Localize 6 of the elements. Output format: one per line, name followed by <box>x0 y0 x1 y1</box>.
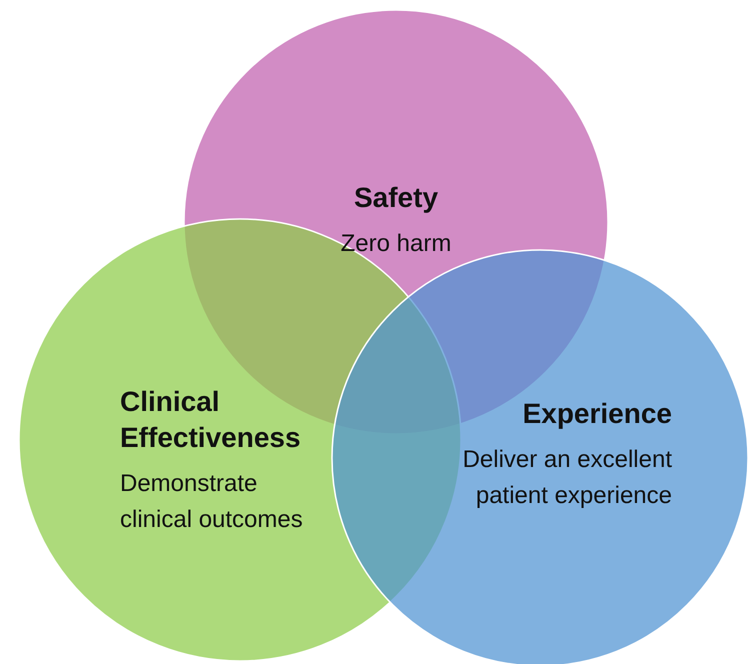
circle-title: Experience <box>522 397 672 431</box>
circle-description: Demonstrate clinical outcomes <box>120 469 304 535</box>
circle-title: Safety <box>352 181 440 215</box>
circle-description: Zero harm <box>340 229 452 259</box>
circle-description: Deliver an excellent patient experience <box>462 445 672 511</box>
circle-title: Clinical Effectiveness <box>120 385 302 455</box>
